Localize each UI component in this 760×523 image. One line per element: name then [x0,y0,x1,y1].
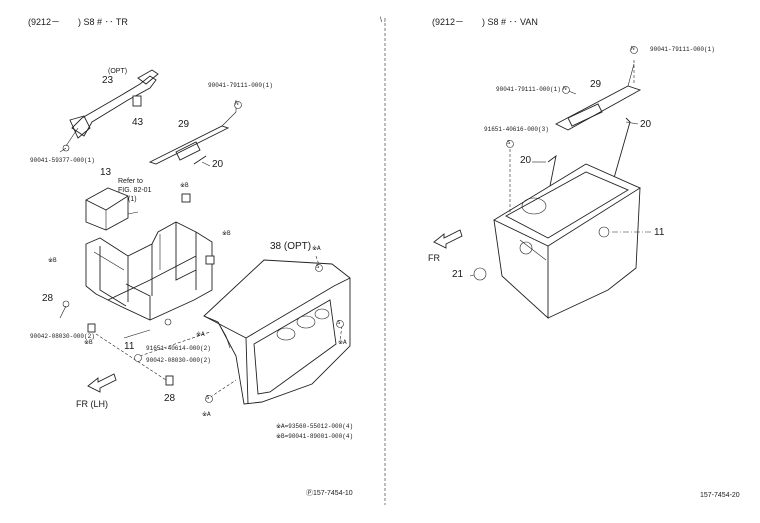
part-num-43: 43 [132,117,144,128]
part-num-11r: 11 [654,227,665,238]
symbol-n: N [235,101,239,107]
right-pin-20b [613,117,631,179]
left-bracket-13 [85,187,139,231]
part-code: 90041-79111-000(1) [496,86,561,93]
part-num-29: 29 [178,119,190,130]
right-symbols [506,46,638,148]
left-fr-arrow [87,373,117,393]
left-clip [87,323,96,333]
left-cover-38 [203,259,351,405]
left-header: (9212－ ) S8 # ‥ TR [28,17,128,27]
right-tray-11 [493,163,641,320]
part-num-20: 20 [212,159,224,170]
left-clip [181,193,191,203]
part-num-13: 13 [100,167,112,178]
fr-label: FR [428,253,440,263]
left-strap-23 [62,69,159,152]
part-num-28b: 28 [164,393,176,404]
refer-line: FIG. 82-01 [118,187,152,194]
part-code: 91651-40614-000(2) [146,345,211,352]
part-code: 90041-79111-000(1) [208,82,273,89]
part-num-20r2: 20 [520,155,532,166]
left-footer: Ⓟ157-7454-10 [306,490,353,497]
legend-line: ※B=90041-89001-000(4) [276,433,354,440]
mark-a: ※A [338,339,347,346]
symbol-n: N [631,46,635,52]
symbol-s: S [507,140,511,146]
left-nut [164,318,172,326]
legend-line: ※A=93560-55012-000(4) [276,423,354,430]
mark-a: ※A [202,411,211,418]
part-num-38: 38 (OPT) [270,241,312,252]
refer-line: (1) [128,196,137,203]
mark-b: ※B [84,339,93,346]
mark-b: ※B [222,230,231,237]
right-fr-arrow [433,229,463,249]
mark-a: ※A [196,331,205,338]
symbol-s: S [337,320,341,326]
left-frame-11 [85,221,213,321]
symbol-s: S [316,264,320,270]
part-code: 90041-59377-000(1) [30,157,95,164]
left-clip [165,375,174,386]
part-code: 90042-08030-000(2) [146,357,211,364]
part-num-28a: 28 [42,293,54,304]
fr-lh-label: FR (LH) [76,399,108,409]
part-num-23: 23 [102,75,114,86]
symbol-n: N [563,86,567,92]
mark-b: ※B [180,182,189,189]
mark-b: ※B [48,257,57,264]
left-clip [205,255,215,265]
mark-a: ※A [312,245,321,252]
right-header: (9212－ ) S8 # ‥ VAN [432,17,538,27]
left-symbols [134,101,344,403]
opt-label: (OPT) [108,68,128,75]
part-code: 91651-40616-000(3) [484,126,549,133]
part-num-21: 21 [452,269,464,280]
part-num-11: 11 [124,341,135,352]
left-bolt [62,300,70,308]
part-code: 90041-79111-000(1) [650,46,715,53]
right-rod-29 [555,63,642,131]
left-rod-29 [148,111,237,165]
right-grommet-21 [473,267,487,281]
part-code: 90042-08030-000(2) [30,333,95,340]
symbol-s: S [206,395,210,401]
refer-line: Refer to [118,178,143,185]
right-footer: 157-7454-20 [700,492,740,499]
part-num-20r: 20 [640,119,652,130]
part-num-29r: 29 [590,79,602,90]
svg-text:\ .: \ . [380,17,386,24]
